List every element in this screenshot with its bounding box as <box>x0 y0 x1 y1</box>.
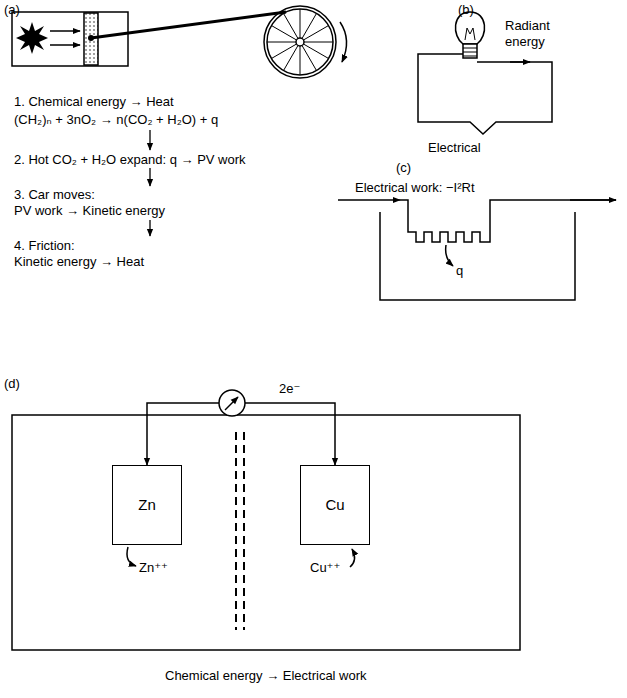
rod-pin <box>88 35 94 41</box>
process-step: 4. Friction: <box>14 238 75 254</box>
electrode-label: Cu <box>325 496 344 514</box>
wheel <box>267 42 296 43</box>
wheel <box>302 45 317 70</box>
gas-arrows <box>50 30 80 32</box>
process-step: Kinetic energy → Heat <box>14 254 144 270</box>
wheel <box>284 13 299 38</box>
flow-arrows <box>149 220 150 236</box>
process-step: 2. Hot CO₂ + H₂O expand: q → PV work <box>14 152 246 168</box>
wheel <box>296 38 304 46</box>
heat-arrow <box>446 245 453 266</box>
heater-circuit <box>570 199 616 201</box>
wheel <box>302 13 317 38</box>
wheel <box>264 6 336 78</box>
wheel <box>300 46 301 75</box>
gas-arrows <box>50 31 80 45</box>
process-step: 1. Chemical energy → Heat <box>14 94 174 110</box>
wheel <box>303 26 328 41</box>
light-bulb <box>463 56 477 57</box>
electron-label: 2e⁻ <box>279 381 300 397</box>
circuit-wire <box>418 54 552 134</box>
light-bulb <box>465 28 475 40</box>
wheel <box>300 9 301 38</box>
porous-barrier <box>235 432 237 630</box>
heater-circuit <box>338 200 616 300</box>
electrode-label: Zn <box>138 496 156 514</box>
energy-label: Radiant energy <box>505 18 567 50</box>
wheel <box>271 26 296 41</box>
heat-label: q <box>456 263 463 279</box>
chemical-equation: (CH₂)ₙ + 3nO₂ → n(CO₂ + H₂O) + q <box>14 112 218 128</box>
flow-arrows <box>149 130 150 150</box>
porous-barrier <box>236 432 244 630</box>
wheel <box>303 44 328 59</box>
electrode-box: Cu <box>300 465 370 545</box>
energy-label: Electrical <box>428 140 481 156</box>
meter <box>219 390 245 416</box>
ion-label: Zn⁺⁺ <box>139 560 168 576</box>
energy-label: Electrical work: −I²Rt <box>355 180 475 196</box>
meter <box>219 390 245 416</box>
engine-cylinder <box>12 12 128 66</box>
gas-arrows <box>50 44 80 46</box>
porous-barrier <box>243 432 245 630</box>
wheel <box>304 42 333 43</box>
container <box>380 212 575 300</box>
circuit-wire <box>418 54 552 134</box>
light-bulb <box>463 52 477 53</box>
process-step: 3. Car moves: <box>14 187 95 203</box>
engine-cylinder <box>12 12 128 66</box>
ion-label: Cu⁺⁺ <box>310 560 340 576</box>
wheel <box>267 9 333 75</box>
ion-arrows <box>350 549 355 567</box>
ion-arrows <box>127 547 136 566</box>
wheel <box>264 6 336 78</box>
flow-arrows <box>149 130 150 236</box>
light-bulb <box>455 12 484 58</box>
panel-letter: (b) <box>458 2 474 18</box>
heater-circuit <box>400 200 616 242</box>
engine-cylinder <box>84 13 98 65</box>
panel-letter: (a) <box>4 2 20 18</box>
connecting-rod <box>91 12 286 38</box>
cell-housing <box>12 415 520 650</box>
rotation-arrow <box>340 22 347 62</box>
wheel <box>271 44 296 59</box>
caption-text: Chemical energy → Electrical work <box>165 668 367 684</box>
explosion-star <box>16 22 48 54</box>
process-step: PV work → Kinetic energy <box>14 203 165 219</box>
wheel <box>284 45 299 70</box>
circuit-wire <box>510 61 530 63</box>
electrode-box: Zn <box>112 465 182 545</box>
panel-letter: (c) <box>396 160 411 176</box>
light-bulb <box>463 44 477 58</box>
meter <box>225 397 238 410</box>
flow-arrows <box>149 168 150 186</box>
heater-circuit <box>338 199 400 201</box>
panel-letter: (d) <box>4 376 20 392</box>
light-bulb <box>463 48 477 49</box>
